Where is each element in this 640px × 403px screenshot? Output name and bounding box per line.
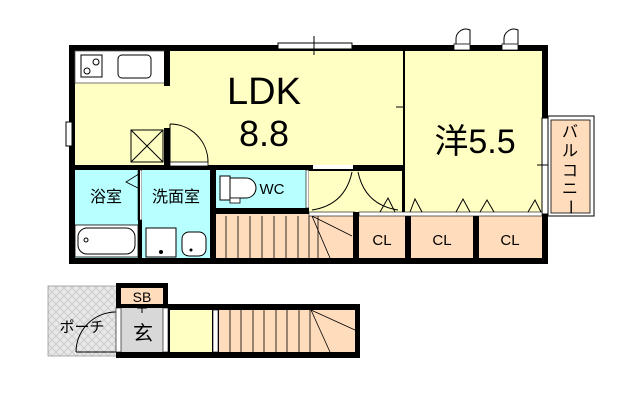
toilet-icon [219,175,257,204]
kitchen-wall [164,51,170,86]
closet-2 [411,212,473,258]
door-swing-entrance [75,311,117,353]
svg-text:ー: ー [561,199,578,215]
bathtub-icon [74,224,139,258]
shoe-box [121,288,163,304]
sink-icon [117,54,152,79]
closet-folding-doors [379,196,542,213]
svg-text:ニ: ニ [562,181,578,198]
stair-treads-upper [225,215,353,259]
bath-label: 浴室 [90,188,122,206]
balcony [547,115,595,217]
stair-treads-lower [229,309,356,353]
svg-text:ル: ル [562,143,578,160]
porch-label: ポーチ [59,319,104,336]
door-swing-hall-left [311,171,353,211]
balcony-label: バ ル コ ニ ー [561,124,578,215]
washbasin-icon [181,231,207,257]
wc-label: WC [260,181,285,198]
refrigerator-space [130,129,164,163]
door-swing-hall-right [357,171,399,211]
sliding-partition [403,51,405,165]
closet-1 [359,212,405,258]
svg-text:コ: コ [562,163,578,180]
closet-3 [479,212,542,258]
washing-machine-icon [145,227,177,258]
window-top [277,42,353,50]
ldk-label: LDK [227,71,301,113]
wall-wash-wc [210,165,216,258]
ldk-size: 8.8 [239,113,289,154]
closet-2-label: CL [432,232,451,249]
lower-hall [170,310,212,352]
stove-icon [80,54,103,78]
washroom-label: 洗面室 [152,188,200,206]
svg-text:バ: バ [562,124,578,141]
exterior-doors-top [453,28,519,51]
closet-1-label: CL [372,232,391,249]
closet-3-label: CL [500,232,519,249]
door-swing-ldk [169,123,209,163]
entrance-genkan [121,308,163,352]
window-balcony [541,117,549,215]
porch [47,285,121,357]
shoe-box-label: SB [133,289,152,305]
entrance-door [115,307,122,353]
hallway [309,170,402,212]
western-room-label: 洋5.5 [434,123,515,161]
window-left [65,121,73,147]
entrance-label: 玄 [133,322,153,345]
ldk-inner-wall [164,128,170,165]
kitchen-counter [74,50,166,84]
room-western [405,51,542,215]
